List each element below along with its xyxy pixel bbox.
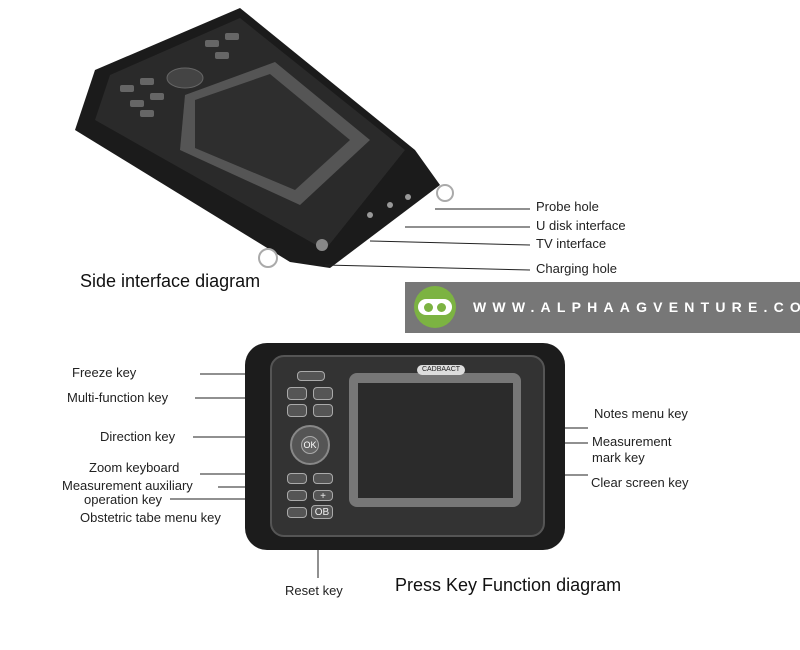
website-banner[interactable]: WWW.ALPHAAGVENTURE.COM — [405, 282, 800, 333]
freeze-key[interactable] — [297, 371, 325, 381]
label-direction-key: Direction key — [100, 429, 176, 444]
direction-key[interactable]: OK — [290, 425, 330, 465]
line-charging — [324, 264, 531, 271]
label-tv-interface: TV interface — [536, 236, 607, 251]
side-diagram-title: Side interface diagram — [80, 271, 261, 291]
zoom-key[interactable] — [287, 473, 307, 484]
website-url[interactable]: WWW.ALPHAAGVENTURE.COM — [473, 299, 800, 315]
multi-function-key-2[interactable] — [313, 387, 333, 400]
label-measurement: Measurement — [592, 434, 672, 449]
label-mark-key: mark key — [592, 450, 645, 465]
front-view-device: CADBAACT OK + OB — [245, 343, 565, 550]
multi-function-key-4[interactable] — [313, 404, 333, 417]
label-zoom-keyboard: Zoom keyboard — [89, 460, 180, 475]
label-measurement-auxiliary: Measurement auxiliary — [62, 478, 193, 493]
side-view-device — [75, 8, 454, 268]
label-multi-function-key: Multi-function key — [67, 390, 169, 405]
label-probe-hole: Probe hole — [536, 199, 599, 214]
label-clear-screen-key: Clear screen key — [591, 475, 689, 490]
measurement-auxiliary-key[interactable] — [287, 490, 307, 501]
obstetric-table-key[interactable] — [287, 507, 307, 518]
label-notes-menu-key: Notes menu key — [594, 406, 688, 421]
reset-key[interactable]: OB — [311, 505, 333, 519]
label-u-disk-interface: U disk interface — [536, 218, 626, 233]
device-screen — [358, 383, 513, 498]
device-brand: CADBAACT — [417, 365, 465, 375]
clear-screen-key[interactable] — [313, 473, 333, 484]
logo-icon — [414, 286, 456, 328]
front-diagram-title: Press Key Function diagram — [395, 575, 622, 595]
multi-function-key-1[interactable] — [287, 387, 307, 400]
multi-function-key-3[interactable] — [287, 404, 307, 417]
label-charging-hole: Charging hole — [536, 261, 617, 276]
label-operation-key: operation key — [84, 492, 163, 507]
label-freeze-key: Freeze key — [72, 365, 137, 380]
measurement-mark-key[interactable]: + — [313, 490, 333, 502]
ok-key[interactable]: OK — [301, 436, 319, 454]
label-obstetric-menu-key: Obstetric tabe menu key — [80, 510, 221, 525]
line-tv — [369, 240, 531, 246]
label-reset-key: Reset key — [285, 583, 343, 598]
